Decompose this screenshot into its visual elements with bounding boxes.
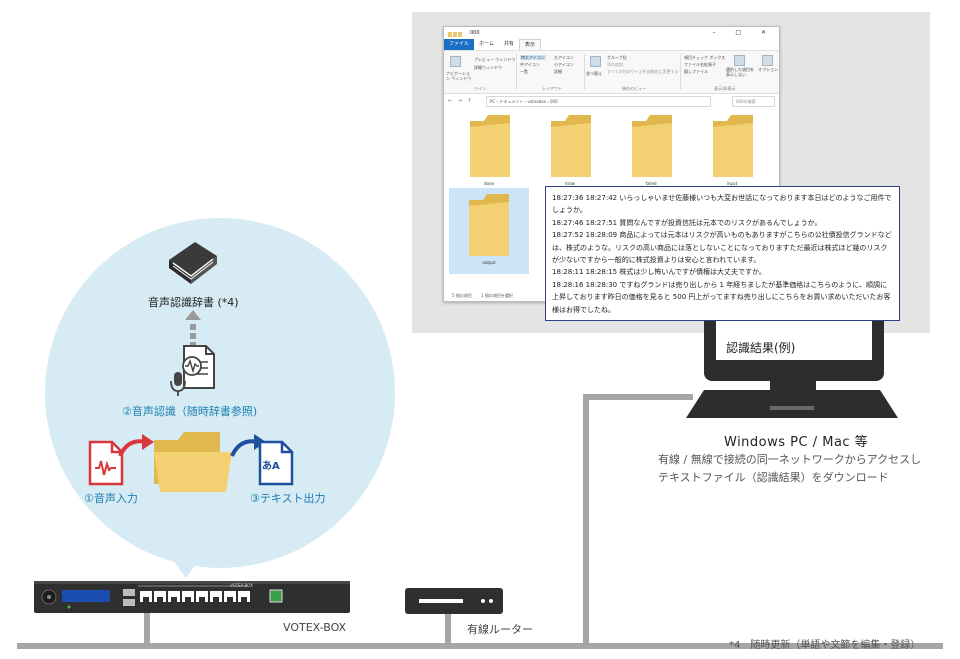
monitor-stand — [770, 378, 816, 392]
nav-pane-button[interactable]: ナビゲーション ウィンドウ — [446, 71, 472, 81]
folder-label: done — [484, 181, 494, 186]
layout-medium-icons[interactable]: 中アイコン — [520, 62, 540, 67]
layout-list[interactable]: 一覧 — [520, 69, 528, 74]
sort-button[interactable]: 並べ替え — [586, 71, 602, 76]
details-pane-button[interactable]: 詳細ウィンドウ — [474, 65, 502, 70]
folder-icon — [632, 115, 672, 177]
text-doc-shape — [258, 440, 294, 486]
group-pane: ペイン — [474, 86, 486, 91]
transcript-line: 18:27:46 18:27:51 質問なんですが投資信託は元本でのリスクがある… — [552, 218, 822, 227]
folder-item[interactable]: input — [697, 109, 767, 195]
process-bubble — [45, 218, 395, 568]
folder-item-selected[interactable]: output — [449, 188, 529, 274]
votex-box-device: VOTEX-BOX — [34, 581, 350, 613]
folder-label: output — [482, 260, 496, 265]
folder-item[interactable]: done — [454, 109, 524, 195]
transcript-line: 18:27:52 18:28:09 商品によっては元本はリスクが高いものもありま… — [552, 231, 892, 265]
ribbon: ナビゲーション ウィンドウ プレビュー ウィンドウ 詳細ウィンドウ ペイン 特大… — [444, 51, 779, 94]
options-button[interactable]: オプション — [758, 67, 778, 72]
text-file-icon: あA — [258, 440, 294, 486]
search-input[interactable]: 000の検索 — [732, 96, 775, 107]
votex-box-brand: VOTEX-BOX — [230, 583, 253, 588]
pc-description: 有線 / 無線で接続の同一ネットワークからアクセスし テキストファイル（認識結果… — [658, 451, 921, 487]
book-icon — [169, 242, 217, 284]
sort-icon — [590, 56, 601, 67]
group-by-button[interactable]: グループ化 — [607, 55, 627, 60]
group-current-view: 現在のビュー — [622, 86, 646, 91]
file-extension-option[interactable]: ファイル名拡張子 — [684, 62, 716, 67]
pc-desc-line: 有線 / 無線で接続の同一ネットワークからアクセスし — [658, 453, 922, 466]
transcript-line: 18:27:36 18:27:42 いらっしゃいませ佐藤様いつも大変お世話になっ… — [552, 194, 892, 215]
hide-selected-icon — [734, 55, 745, 66]
explorer-titlebar: 000 – □ ✕ — [444, 27, 779, 39]
footnote-mark: *4 — [729, 640, 741, 651]
add-column-button[interactable]: 列の追加 — [607, 62, 623, 67]
tab-share[interactable]: 共有 — [503, 41, 514, 47]
group-show-hide: 表示/非表示 — [714, 86, 736, 91]
item-checkbox-option[interactable]: 項目チェック ボックス — [684, 55, 726, 60]
router-device — [405, 588, 503, 614]
tab-home[interactable]: ホーム — [479, 41, 494, 47]
ribbon-separator — [680, 54, 681, 90]
hidden-files-option[interactable]: 隠しファイル — [684, 69, 708, 74]
dictionary-label: 音声認識辞書 (*4) — [148, 296, 239, 309]
votex-box-shape — [34, 581, 350, 613]
bubble-tail — [170, 556, 202, 578]
folder-icon — [469, 194, 509, 256]
dictionary-arrow-icon — [185, 310, 201, 347]
router-label: 有線ルーター — [467, 623, 533, 636]
folder-icon — [713, 115, 753, 177]
text-doc-glyph: あA — [262, 461, 280, 472]
nav-pane-icon — [450, 56, 461, 67]
folder-label: failed — [645, 181, 657, 186]
speech-recognition-label: ②音声認識（随時辞書参照) — [122, 405, 258, 418]
explorer-title: 000 — [470, 30, 480, 36]
monitor-base — [686, 390, 898, 418]
layout-details[interactable]: 詳細 — [554, 69, 562, 74]
status-item-count: 5 個の項目 — [452, 293, 472, 298]
nav-buttons[interactable]: ← → ↑ — [448, 98, 474, 104]
pc-title: Windows PC / Mac 等 — [724, 435, 869, 450]
audio-file-icon — [88, 440, 124, 486]
folder-item[interactable]: failed — [616, 109, 686, 195]
audio-input-label: ①音声入力 — [84, 492, 138, 505]
ribbon-separator — [584, 54, 585, 90]
footnote: *4 随時更新（単語や文節を編集・登録） — [729, 636, 920, 651]
folder-icon — [470, 115, 510, 177]
status-selected-count: 1 個の項目を選択 — [481, 293, 513, 298]
hide-selected-button[interactable]: 選択した項目を表示しない — [726, 67, 754, 77]
transcript-line: 18:28:11 18:28:15 株式は少し怖いんですが債権は大丈夫ですか。 — [552, 268, 766, 277]
tab-file[interactable]: ファイル — [444, 39, 475, 50]
options-icon — [762, 55, 773, 66]
transcript-box: 18:27:36 18:27:42 いらっしゃいませ佐藤様いつも大変お世話になっ… — [545, 186, 900, 321]
tab-view[interactable]: 表示 — [518, 39, 541, 50]
autofit-columns-button[interactable]: すべての列のサイズを自動的に変更する — [607, 69, 679, 74]
votex-box-label: VOTEX-BOX — [283, 621, 347, 634]
ribbon-separator — [516, 54, 517, 90]
footnote-text: 随時更新（単語や文節を編集・登録） — [750, 640, 921, 651]
layout-xl-icons[interactable]: 特大アイコン — [520, 55, 546, 60]
address-path[interactable]: PC › ドキュメント › votexbox › 000 — [486, 96, 711, 107]
layout-small-icons[interactable]: 小アイコン — [554, 62, 574, 67]
preview-pane-button[interactable]: プレビュー ウィンドウ — [474, 57, 516, 62]
result-label: 認識結果(例) — [726, 341, 796, 355]
input-arrow-icon — [118, 434, 154, 457]
folder-icon — [154, 432, 232, 492]
text-output-label: ③テキスト出力 — [250, 492, 326, 505]
layout-large-icons[interactable]: 大アイコン — [554, 55, 574, 60]
folder-item[interactable]: draw — [535, 109, 605, 195]
speech-recognition-icon — [170, 345, 215, 396]
folder-icon — [551, 115, 591, 177]
folder-label: draw — [565, 181, 575, 186]
window-controls[interactable]: – □ ✕ — [712, 29, 775, 36]
ribbon-tabs: ファイル ホーム 共有 表示 — [444, 39, 779, 51]
pc-desc-line: テキストファイル（認識結果）をダウンロード — [658, 471, 889, 484]
group-layout: レイアウト — [542, 86, 562, 91]
transcript-line: 18:28:16 18:28:30 ですねグランドは売り出しから 1 年経ちまし… — [552, 280, 891, 314]
folder-label: input — [726, 181, 738, 186]
quick-access-icons — [448, 30, 466, 37]
